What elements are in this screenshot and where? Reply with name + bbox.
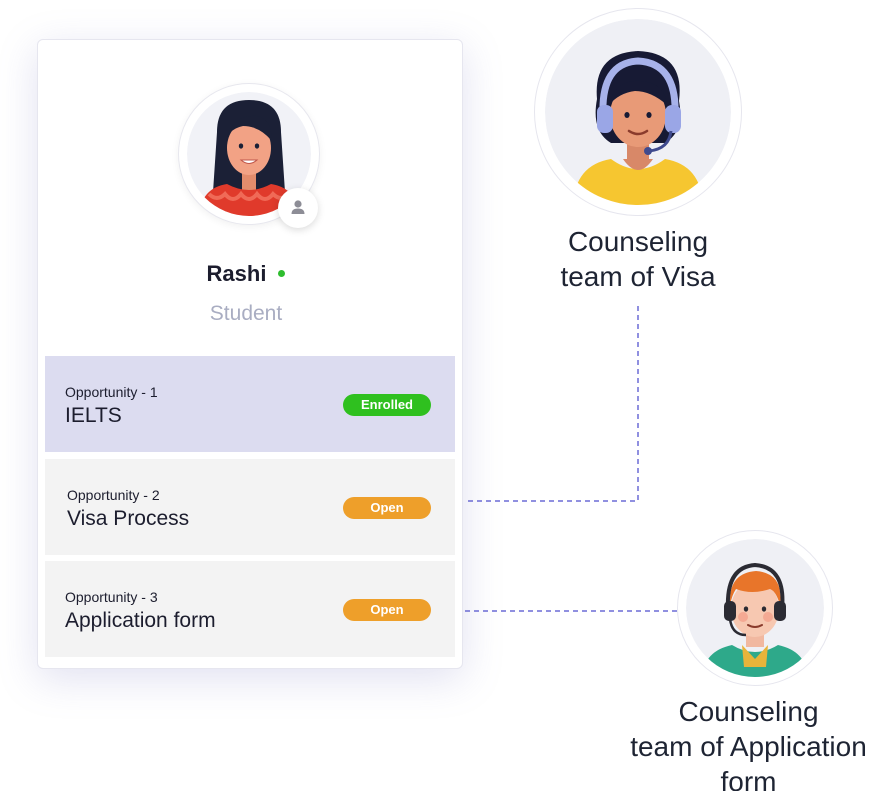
- student-name: Rashi: [206, 261, 267, 286]
- student-card: Rashi Student Opportunity - 1 IELTS Enro…: [37, 39, 463, 669]
- profile-badge[interactable]: [278, 188, 318, 228]
- opportunity-item-1[interactable]: Opportunity - 1 IELTS Enrolled: [45, 356, 455, 452]
- online-status-dot: [278, 270, 286, 278]
- visa-team-label: Counseling team of Visa: [534, 224, 742, 294]
- opportunity-title: Application form: [65, 609, 216, 632]
- student-name-row: Rashi: [38, 261, 454, 287]
- visa-team-label-line1: Counseling: [567, 226, 709, 257]
- opportunity-title: Visa Process: [67, 507, 190, 530]
- student-role: Student: [209, 302, 283, 325]
- application-team-label-line3: form: [720, 766, 777, 791]
- opportunity-title: IELTS: [65, 404, 122, 427]
- opportunity-item-2[interactable]: Opportunity - 2 Visa Process Open: [45, 459, 455, 555]
- opportunity-subtitle: Opportunity - 3: [65, 589, 158, 605]
- student-avatar-illustration: [187, 92, 311, 216]
- male-counselor-headset-avatar: [686, 539, 824, 677]
- opportunity-subtitle: Opportunity - 1: [65, 384, 158, 400]
- status-badge-enrolled: Enrolled: [343, 394, 431, 416]
- application-counselor-avatar: [677, 530, 833, 686]
- user-icon: [291, 200, 305, 214]
- opportunity-item-3[interactable]: Opportunity - 3 Application form Open: [45, 561, 455, 657]
- connector-visa: [465, 306, 639, 502]
- application-team-label-line1: Counseling: [678, 696, 819, 727]
- application-team-label: Counseling team of Application form: [612, 694, 885, 791]
- visa-counselor-avatar: [534, 8, 742, 216]
- visa-team-label-line2: team of Visa: [560, 261, 716, 292]
- status-badge-open: Open: [343, 599, 431, 621]
- student-avatar: [178, 83, 320, 225]
- application-team-label-line2: team of Application: [630, 731, 867, 762]
- female-counselor-headset-avatar: [545, 19, 731, 205]
- status-badge-open: Open: [343, 497, 431, 519]
- opportunity-subtitle: Opportunity - 2: [67, 487, 160, 503]
